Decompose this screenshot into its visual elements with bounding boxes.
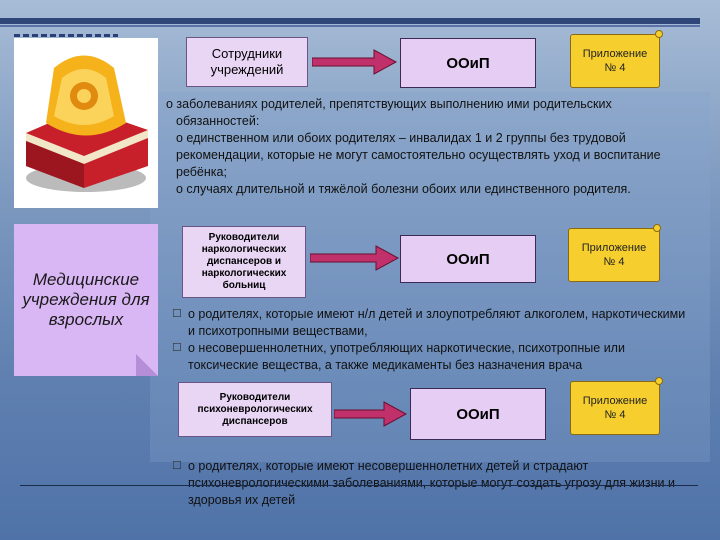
ooip-box: ООиП <box>400 235 536 283</box>
ooip-box: ООиП <box>410 388 546 440</box>
checkbox-icon: ☐ <box>172 308 182 320</box>
checkbox-icon: ☐ <box>172 460 182 472</box>
section1-intro2: обязанностей: <box>176 114 260 128</box>
page-fold <box>136 354 158 376</box>
medical-institutions-box: Медицинские учреждения для взрослых <box>14 224 158 376</box>
appendix-number: № 4 <box>603 256 625 268</box>
appendix-label: Приложение <box>582 48 648 60</box>
ooip-box: ООиП <box>400 38 536 88</box>
appendix-number: № 4 <box>604 62 626 74</box>
appendix-number: № 4 <box>604 409 626 421</box>
right-arrow-icon <box>310 245 400 271</box>
top-bar <box>0 18 700 24</box>
appendix-box: Приложение № 4 <box>568 228 660 282</box>
appendix-label: Приложение <box>582 395 648 407</box>
dotted-line <box>14 34 118 37</box>
staff-box: Сотрудники учреждений <box>186 37 308 87</box>
right-arrow-icon <box>312 49 398 75</box>
section1-intro: о заболеваниях родителей, препятствующих… <box>166 97 612 111</box>
right-arrow-icon <box>334 401 408 427</box>
top-bar-accent <box>0 25 700 27</box>
appendix-label: Приложение <box>581 242 647 254</box>
section2-item2: ☐ о несовершеннолетних, употребляющих на… <box>172 341 625 372</box>
scroll-curl-icon <box>655 30 663 38</box>
psy-heads-box: Руководители психоневрологических диспан… <box>178 382 332 437</box>
appendix-box: Приложение № 4 <box>570 34 660 88</box>
section3-item1: ☐ о родителях, которые имеют несовершенн… <box>172 459 675 507</box>
section1-text: о заболеваниях родителей, препятствующих… <box>166 96 706 198</box>
checkbox-icon: ☐ <box>172 342 182 354</box>
section2-item1: ☐ о родителях, которые имеют н/л детей и… <box>172 307 686 338</box>
scroll-curl-icon <box>653 224 661 232</box>
book-logo-icon <box>14 38 158 208</box>
narco-heads-box: Руководители наркологических диспансеров… <box>182 226 306 298</box>
divider <box>20 485 698 486</box>
appendix-box: Приложение № 4 <box>570 381 660 435</box>
section1-item2: о случаях длительной и тяжёлой болезни о… <box>176 182 631 196</box>
section1-item1: о единственном или обоих родителях – инв… <box>176 131 661 179</box>
scroll-curl-icon <box>655 377 663 385</box>
